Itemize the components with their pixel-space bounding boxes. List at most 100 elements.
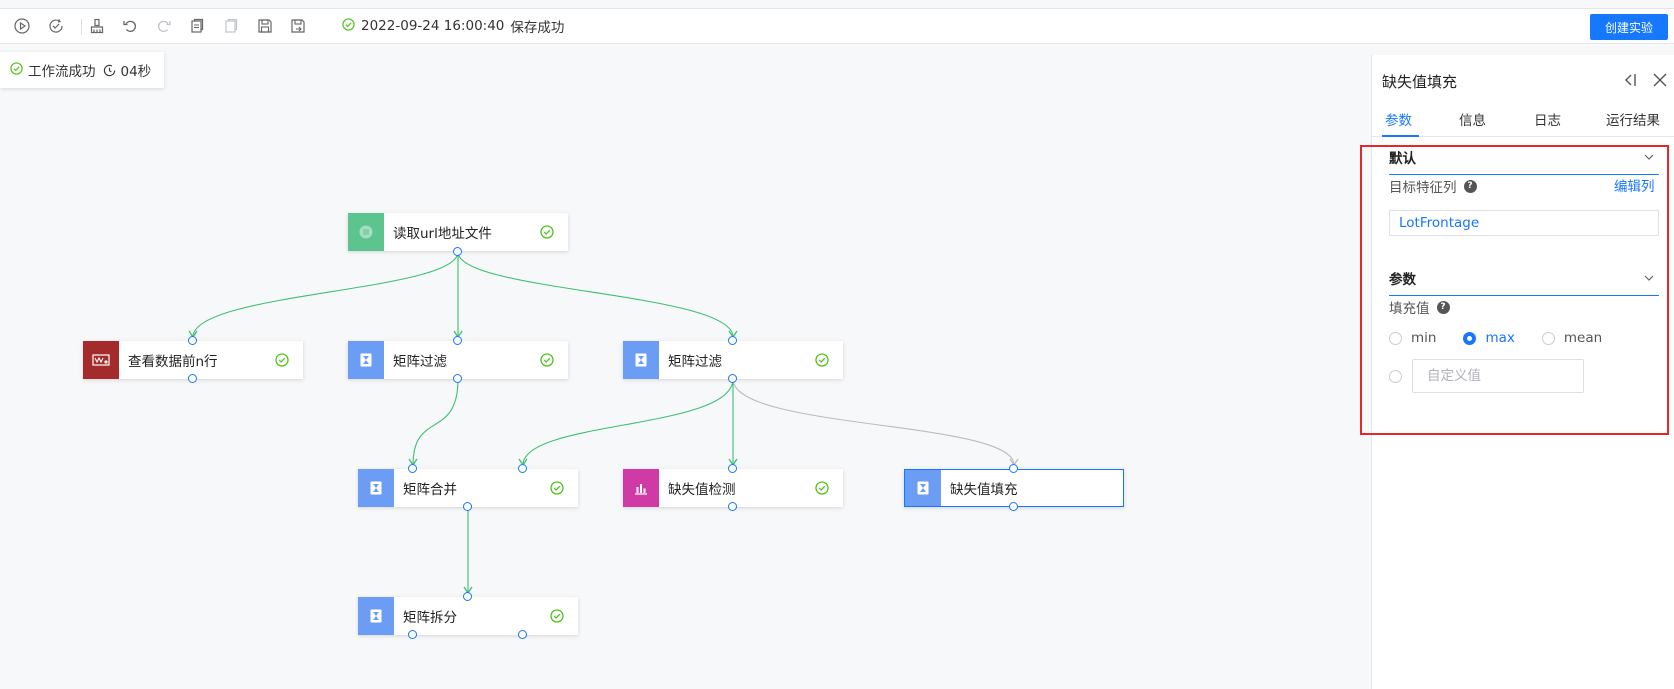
tab-params[interactable]: 参数 [1385,113,1412,129]
input-port[interactable] [728,464,737,473]
custom-value-row [1389,359,1584,393]
success-check-icon [538,223,556,241]
tab-log[interactable]: 日志 [1534,113,1561,129]
save-as-icon[interactable] [289,17,307,35]
custom-value-input[interactable] [1412,359,1584,393]
success-check-icon [10,61,23,79]
section-params-header[interactable]: 参数 [1389,268,1659,296]
save-status: 2022-09-24 16:00:40 保存成功 [342,17,565,36]
radio-max[interactable]: max [1463,330,1515,346]
save-text: 保存成功 [510,20,565,36]
edge-filter2-fill [732,378,1015,466]
output-port[interactable] [728,374,737,383]
clock-icon [103,64,116,77]
edge-filter1-merge [412,378,459,466]
node-read-url-file[interactable]: 读取url地址文件 [348,213,568,251]
section-default-header[interactable]: 默认 [1389,147,1659,175]
save-time: 2022-09-24 16:00:40 [361,18,505,34]
output-port[interactable] [453,247,462,256]
copy-icon[interactable] [188,17,206,35]
node-view-top-n-rows[interactable]: 查看数据前n行 [83,341,303,379]
output-port[interactable] [1009,502,1018,511]
fill-value-options: min max mean [1389,328,1629,348]
chevron-down-icon [1643,272,1655,284]
node-label: 矩阵过滤 [668,354,722,370]
paste-icon[interactable] [222,17,240,35]
radio-circle[interactable] [1463,331,1477,345]
bar-chart-icon [623,469,659,507]
table-preview-icon [83,341,119,379]
workflow-status: 工作流成功 04秒 [0,52,164,88]
collapse-panel-icon[interactable] [1622,71,1638,89]
run-check-icon[interactable] [47,17,65,35]
file-icon [348,213,384,251]
run-icon[interactable] [13,17,31,35]
input-port[interactable] [728,336,737,345]
success-check-icon [538,351,556,369]
hourglass-icon [905,470,941,506]
node-label: 矩阵合并 [403,482,457,498]
help-icon[interactable]: ? [1436,300,1450,314]
edge-read-head [192,251,459,338]
node-missing-value-detect[interactable]: 缺失值检测 [623,469,843,507]
section-default-title: 默认 [1389,151,1416,167]
tab-results[interactable]: 运行结果 [1606,113,1660,129]
radio-circle[interactable] [1541,331,1555,345]
radio-mean[interactable]: mean [1541,330,1602,346]
chevron-down-icon [1643,151,1655,163]
edge-filter2-merge [522,378,734,466]
fill-value-label-row: 填充值 ? [1389,297,1450,317]
output-port[interactable] [518,630,527,639]
radio-circle[interactable] [1389,331,1402,345]
radio-min[interactable]: min [1389,330,1436,346]
redo-icon[interactable] [155,17,173,35]
node-matrix-filter[interactable]: 矩阵过滤 [348,341,568,379]
create-experiment-button[interactable]: 创建实验 [1590,14,1668,40]
close-icon[interactable] [1651,71,1669,89]
hourglass-icon [348,341,384,379]
tab-info[interactable]: 信息 [1459,113,1486,129]
node-matrix-filter[interactable]: 矩阵过滤 [623,341,843,379]
undo-icon[interactable] [121,17,139,35]
help-icon[interactable]: ? [1463,179,1477,193]
success-check-icon [813,351,831,369]
fill-value-label: 填充值 [1389,301,1430,317]
node-label: 查看数据前n行 [128,354,218,370]
radio-label: min [1411,330,1437,346]
target-column-value[interactable]: LotFrontage [1389,210,1659,236]
radio-circle[interactable] [1389,369,1402,383]
hourglass-icon [358,469,394,507]
save-icon[interactable] [256,17,274,35]
node-label: 缺失值检测 [668,482,736,498]
input-port[interactable] [188,336,197,345]
node-missing-value-fill[interactable]: 缺失值填充 [904,469,1124,507]
edit-columns-link[interactable]: 编辑列 [1614,179,1655,195]
properties-panel: 缺失值填充 参数 信息 日志 运行结果 默认 目标特征列 ? 编辑列 LotFr… [1371,55,1674,689]
workflow-duration: 04秒 [120,64,152,80]
toolbar-divider [81,19,82,35]
hourglass-icon [358,597,394,635]
output-port[interactable] [463,502,472,511]
success-check-icon [548,607,566,625]
node-label: 矩阵过滤 [393,354,447,370]
panel-title: 缺失值填充 [1382,73,1458,91]
input-port[interactable] [518,464,527,473]
success-check-icon [813,479,831,497]
clean-icon[interactable] [88,17,106,35]
output-port[interactable] [728,502,737,511]
output-port[interactable] [453,374,462,383]
radio-custom[interactable] [1389,369,1402,383]
output-port[interactable] [188,374,197,383]
node-matrix-merge[interactable]: 矩阵合并 [358,469,578,507]
workflow-edges [188,251,1019,595]
radio-label: max [1485,330,1515,346]
input-port[interactable] [1009,464,1018,473]
node-label: 矩阵拆分 [403,610,457,626]
hourglass-icon [623,341,659,379]
node-matrix-split[interactable]: 矩阵拆分 [358,597,578,635]
success-check-icon [342,17,355,35]
input-port[interactable] [453,336,462,345]
input-port[interactable] [408,464,417,473]
output-port[interactable] [408,630,417,639]
input-port[interactable] [463,592,472,601]
